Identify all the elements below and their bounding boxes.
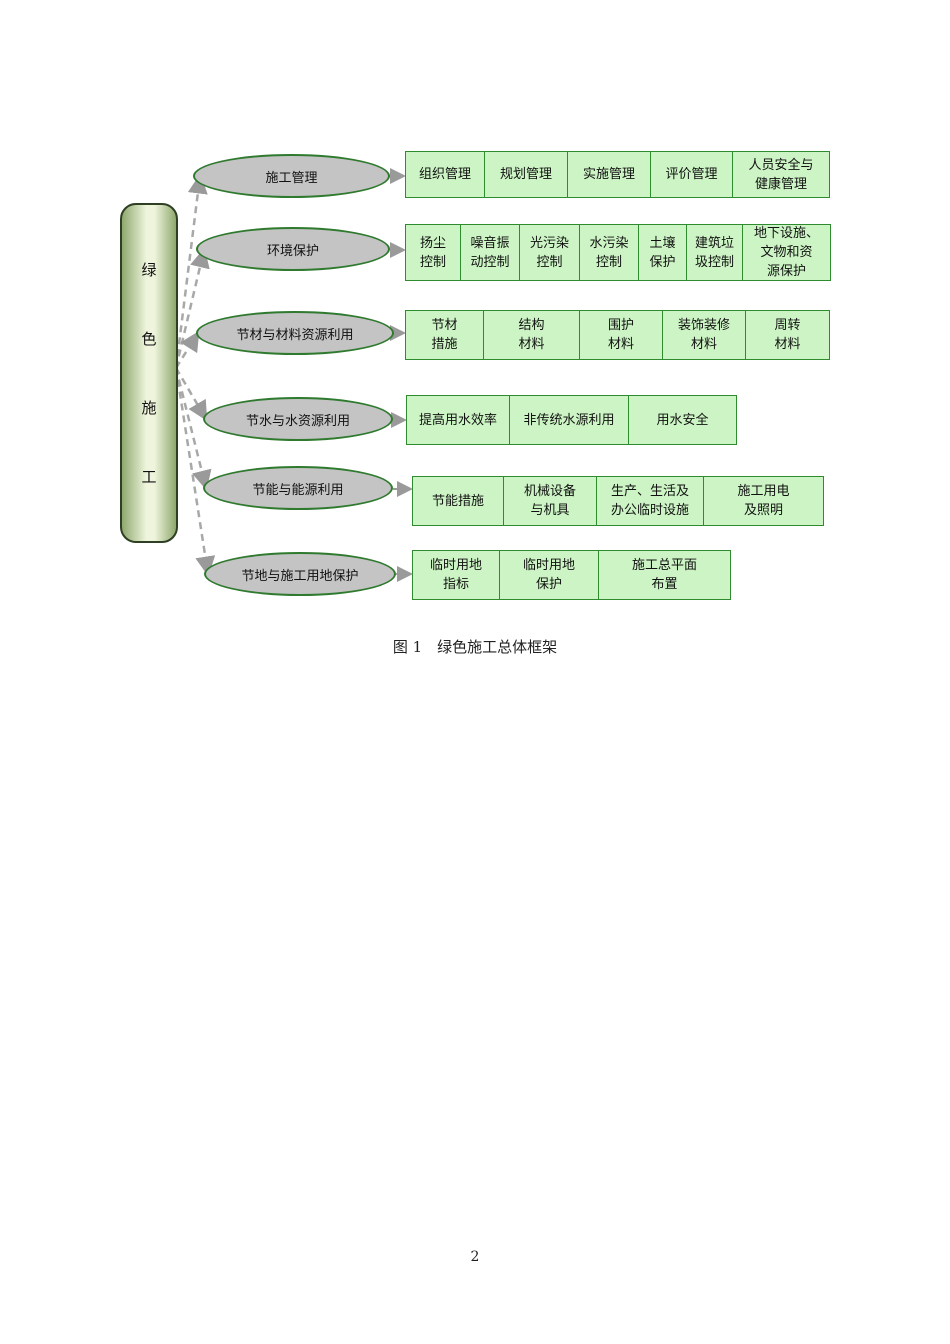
item-box: 装饰装修 材料: [663, 311, 746, 359]
branch-label: 环境保护: [266, 243, 319, 259]
item-box: 节材 措施: [406, 311, 484, 359]
branch-label: 施工管理: [265, 170, 318, 186]
item-box: 围护 材料: [580, 311, 663, 359]
item-box: 提高用水效率: [407, 396, 510, 444]
item-box: 人员安全与 健康管理: [733, 152, 829, 197]
branch-oval-energy-saving: 节能与能源利用: [203, 466, 393, 510]
item-box: 节能措施: [413, 477, 504, 525]
item-box: 扬尘 控制: [406, 225, 461, 280]
item-box: 光污染 控制: [520, 225, 580, 280]
branch-label: 节水与水资源利用: [245, 413, 350, 429]
item-box: 用水安全: [629, 396, 736, 444]
items-row-water-saving: 提高用水效率 非传统水源利用 用水安全: [406, 395, 737, 445]
items-row-construction-management: 组织管理 规划管理 实施管理 评价管理 人员安全与 健康管理: [405, 151, 830, 198]
branch-oval-environmental-protection: 环境保护: [196, 227, 390, 271]
root-char: 施: [141, 399, 157, 417]
item-box: 地下设施、 文物和资 源保护: [743, 225, 830, 280]
branch-label: 节材与材料资源利用: [236, 327, 354, 343]
branch-oval-water-saving: 节水与水资源利用: [203, 397, 393, 441]
item-box: 临时用地 保护: [500, 551, 599, 599]
item-box: 周转 材料: [746, 311, 829, 359]
item-box: 施工总平面 布置: [599, 551, 730, 599]
item-box: 施工用电 及照明: [704, 477, 823, 525]
branch-oval-construction-management: 施工管理: [193, 154, 390, 198]
root-char: 绿: [141, 261, 157, 279]
dashed-connector: [174, 367, 208, 422]
page-number: 2: [470, 1249, 480, 1265]
item-box: 规划管理: [485, 152, 568, 197]
dashed-connector: [174, 173, 208, 369]
items-row-energy-saving: 节能措施 机械设备 与机具 生产、生活及 办公临时设施 施工用电 及照明: [412, 476, 824, 526]
dashed-connector: [174, 247, 210, 369]
items-row-land-saving: 临时用地 指标 临时用地 保护 施工总平面 布置: [412, 550, 731, 600]
root-char: 色: [141, 330, 157, 348]
items-row-environmental-protection: 扬尘 控制 噪音振 动控制 光污染 控制 水污染 控制 土壤 保护 建筑垃 圾控…: [405, 224, 831, 281]
connector-lines: [174, 168, 413, 582]
item-box: 评价管理: [651, 152, 733, 197]
item-box: 机械设备 与机具: [504, 477, 597, 525]
root-node: 绿 色 施 工: [120, 203, 178, 543]
root-char: 工: [141, 468, 157, 486]
item-box: 结构 材料: [484, 311, 580, 359]
dashed-connector: [174, 367, 212, 491]
item-box: 非传统水源利用: [510, 396, 629, 444]
dashed-connector: [174, 330, 200, 369]
item-box: 临时用地 指标: [413, 551, 500, 599]
figure-caption: 图 1 绿色施工总体框架: [392, 638, 558, 656]
branch-label: 节能与能源利用: [252, 482, 344, 498]
branch-oval-material-saving: 节材与材料资源利用: [196, 311, 394, 355]
branch-label: 节地与施工用地保护: [241, 568, 359, 584]
branch-oval-land-saving: 节地与施工用地保护: [204, 552, 396, 596]
item-box: 建筑垃 圾控制: [687, 225, 743, 280]
items-row-material-saving: 节材 措施 结构 材料 围护 材料 装饰装修 材料 周转 材料: [405, 310, 830, 360]
item-box: 生产、生活及 办公临时设施: [597, 477, 704, 525]
item-box: 噪音振 动控制: [461, 225, 520, 280]
item-box: 水污染 控制: [580, 225, 639, 280]
dashed-connector: [174, 367, 216, 577]
item-box: 组织管理: [406, 152, 485, 197]
green-construction-framework-diagram: 绿 色 施 工 施工管理 环境保护 节材与材料资源利用 节水与水资源利用 节能与…: [120, 151, 831, 600]
item-box: 土壤 保护: [639, 225, 687, 280]
item-box: 实施管理: [568, 152, 651, 197]
